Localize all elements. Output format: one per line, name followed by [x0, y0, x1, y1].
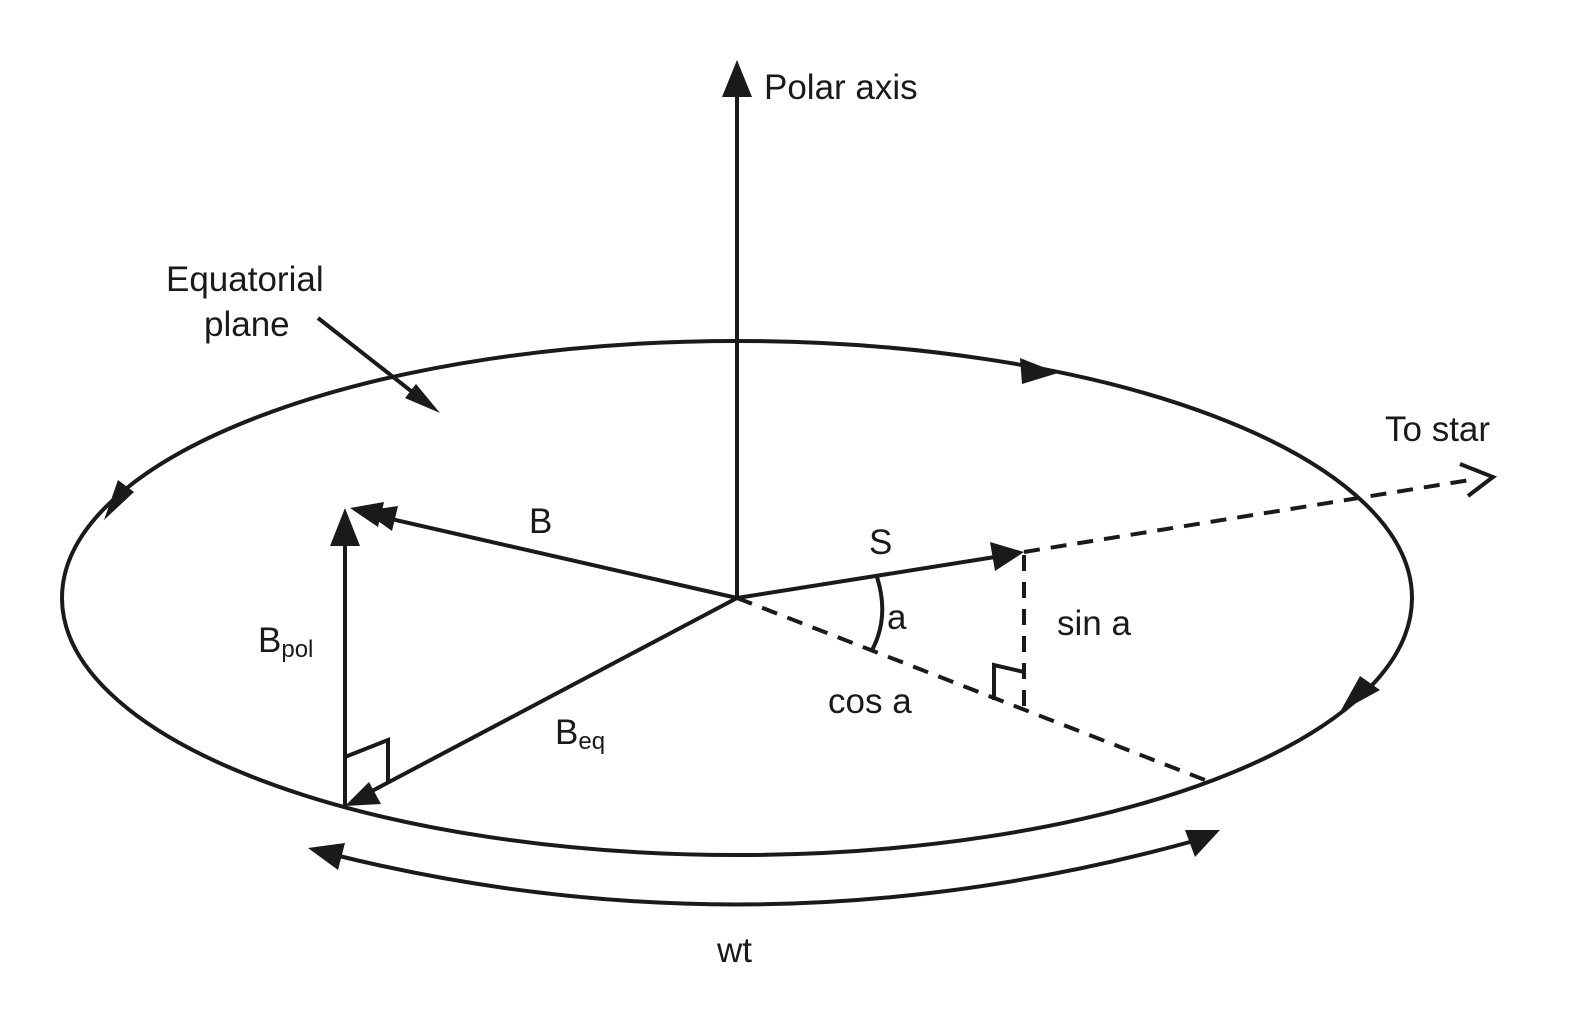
rotation-arrowhead-left [104, 480, 134, 520]
sin-cos-right-angle-marker [992, 662, 1025, 700]
b-pol-label-subscript: pol [281, 636, 314, 663]
rotation-arrowhead-top [1020, 358, 1058, 384]
b-eq-label: Beq [555, 713, 605, 754]
cos-a-dashed-line [736, 596, 1206, 782]
b-eq-vector-line [371, 596, 738, 793]
angle-a-arc [869, 576, 885, 653]
b-eq-vector-arrowhead [345, 782, 381, 806]
b-eq-label-main: B [555, 713, 579, 752]
equatorial-plane-pointer-head [405, 384, 440, 413]
to-star-label: To star [1385, 410, 1491, 449]
s-label: S [869, 523, 893, 562]
wt-arc-arrowhead-right [1185, 830, 1220, 857]
wt-arc-arrowhead-left [308, 843, 345, 870]
angle-a-label: a [887, 598, 907, 637]
b-label: B [529, 502, 553, 541]
cos-a-label: cos a [828, 682, 912, 721]
b-pol-right-angle-marker [344, 737, 390, 783]
s-vector-arrowhead [990, 542, 1024, 571]
b-vector-arrowhead-2 [350, 502, 384, 527]
rotation-arrowhead-right [1340, 676, 1380, 712]
to-star-open-arrowhead [1459, 462, 1498, 498]
to-star-dashed-line [1023, 478, 1471, 554]
polar-axis-label: Polar axis [764, 68, 918, 107]
sin-a-label: sin a [1057, 604, 1131, 643]
b-pol-label-main: B [258, 621, 282, 660]
wt-label: wt [717, 931, 752, 970]
b-pol-vector-arrowhead [330, 508, 360, 546]
equatorial-plane-label-line2: plane [204, 305, 290, 344]
b-eq-label-subscript: eq [578, 728, 606, 755]
b-vector-line [377, 514, 738, 600]
wt-arc-line [334, 840, 1191, 907]
s-vector-line [736, 555, 996, 600]
polar-axis-arrowhead [722, 60, 752, 97]
equatorial-plane-pointer [316, 316, 427, 404]
b-pol-label: Bpol [258, 621, 313, 662]
equatorial-plane-label-line1: Equatorial [166, 260, 324, 299]
